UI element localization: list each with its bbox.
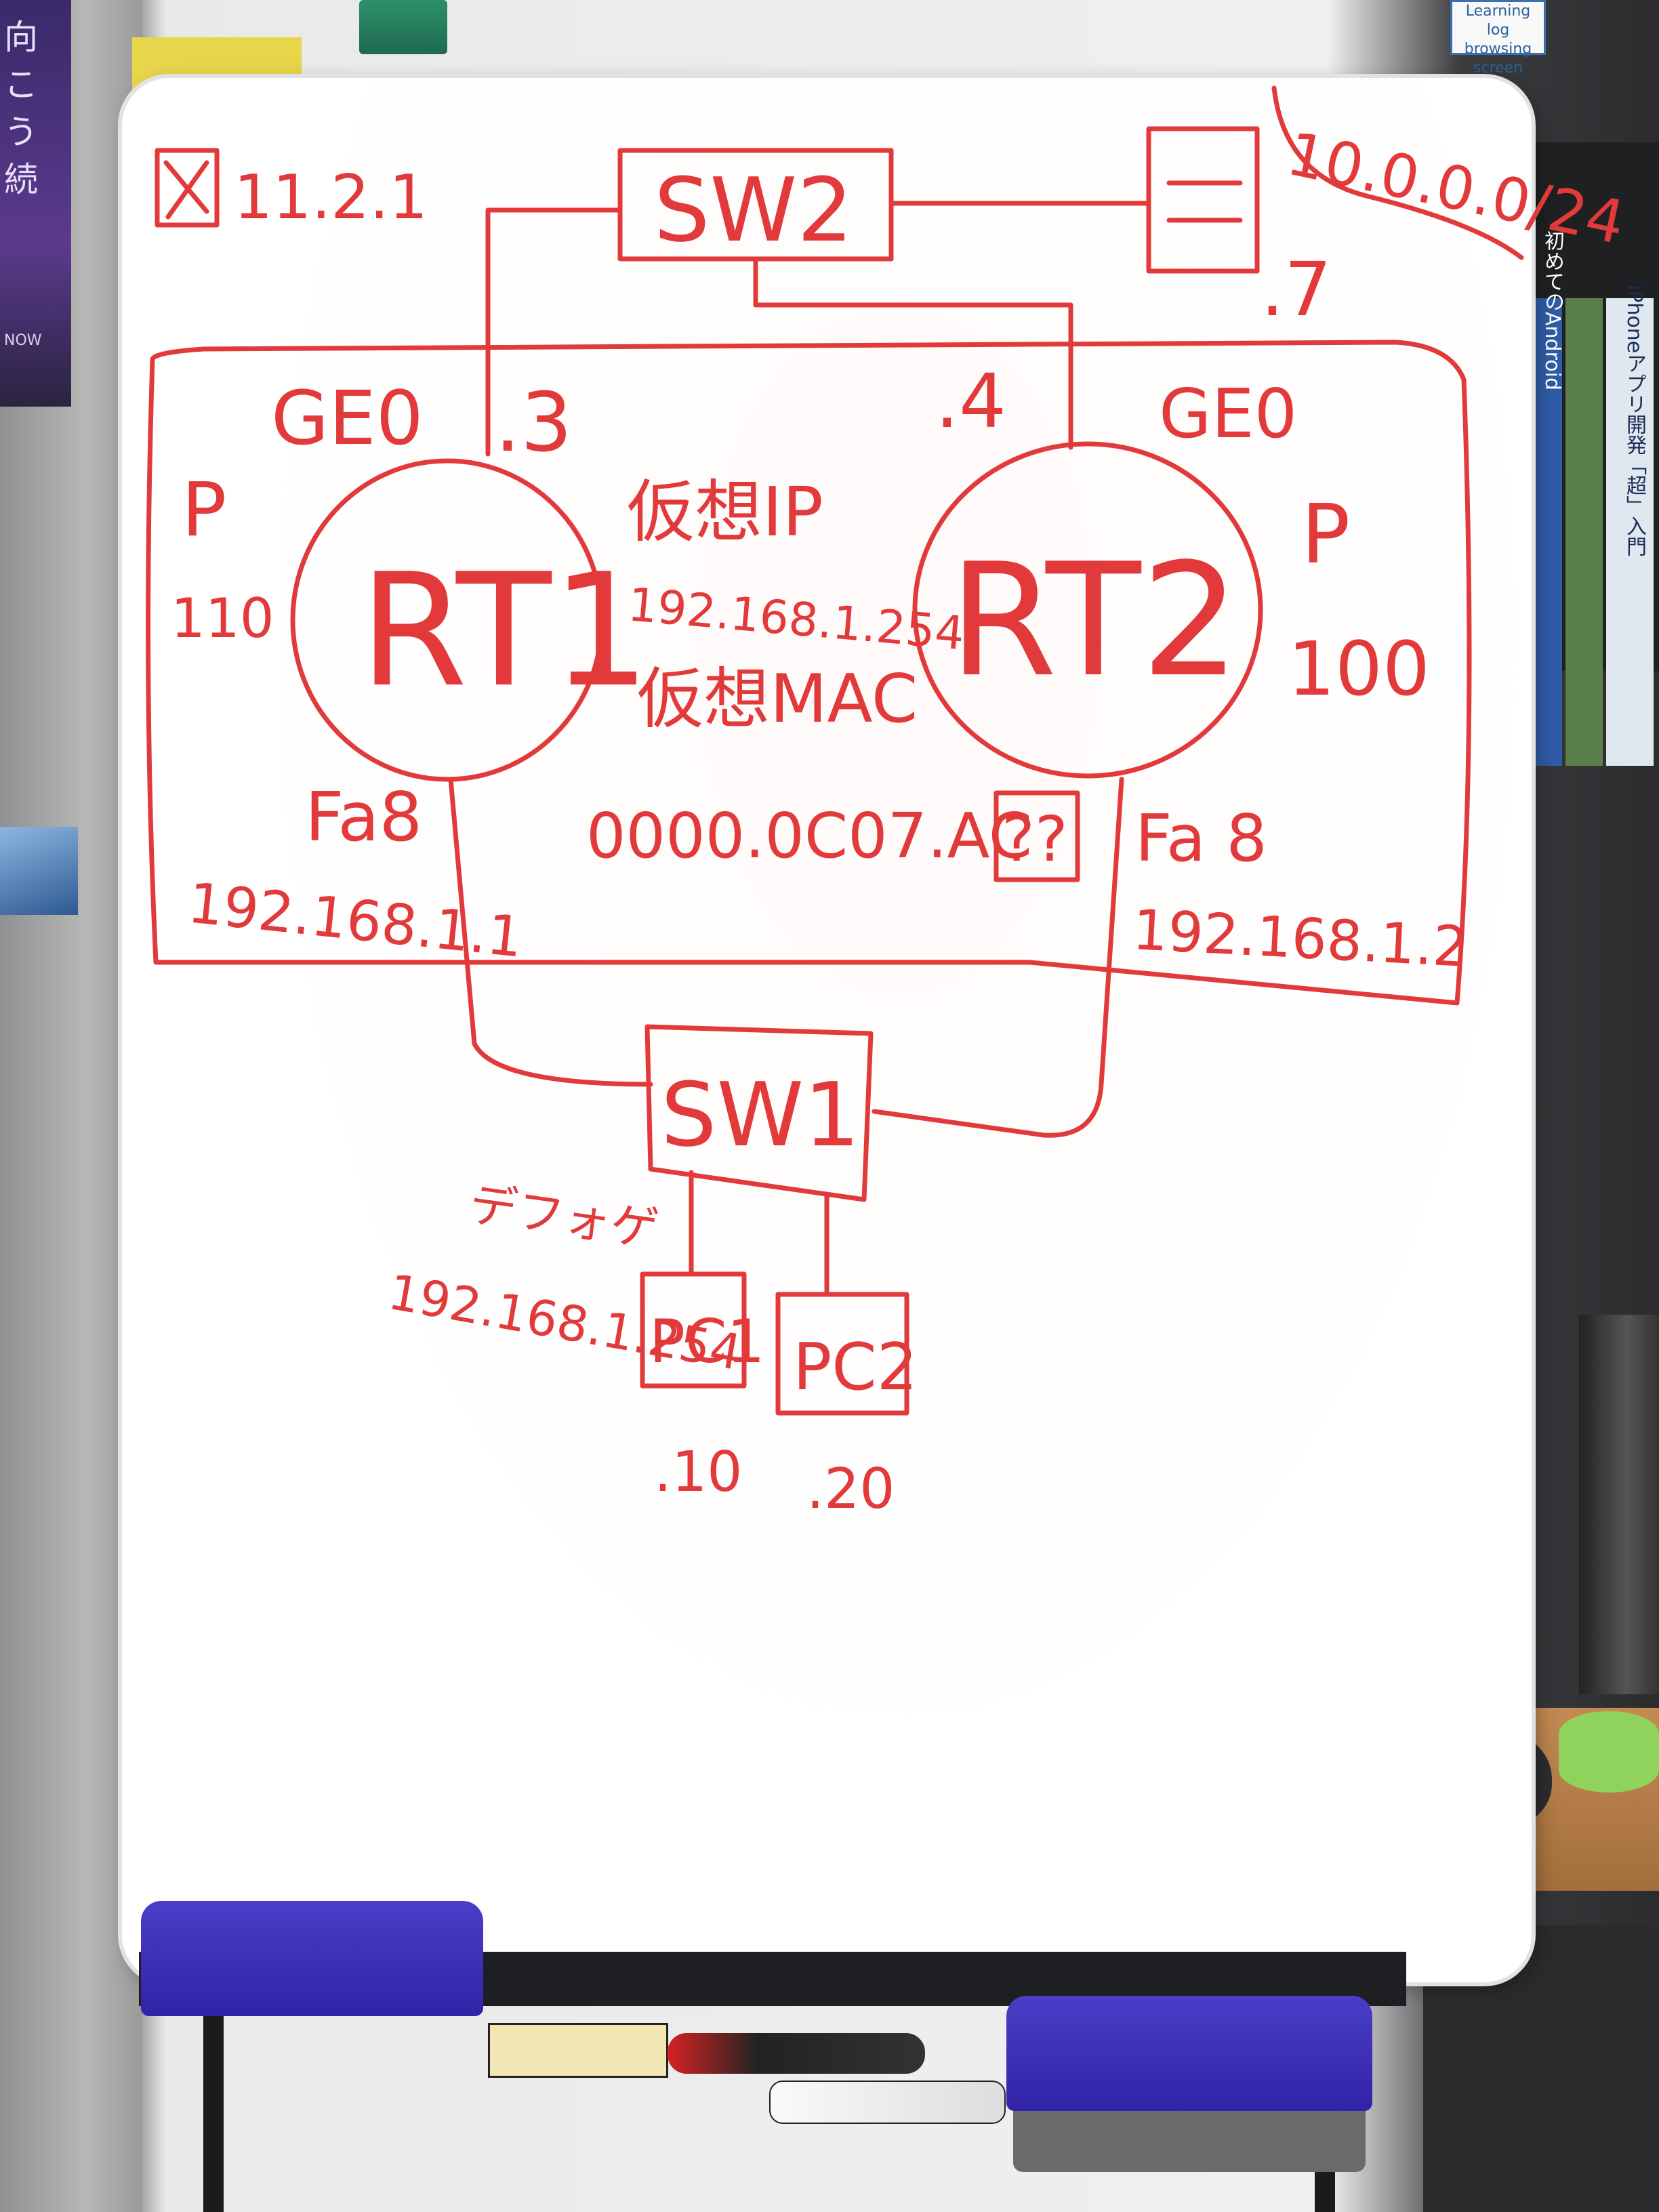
green-clip xyxy=(359,0,447,54)
rt1-label: RT1 xyxy=(359,541,651,722)
sw2-label: SW2 xyxy=(654,159,853,262)
pc1-host: .10 xyxy=(654,1440,742,1504)
rt2-priority: 100 xyxy=(1288,626,1430,712)
rt2-circle xyxy=(912,441,1263,779)
rt2-fa-if: Fa 8 xyxy=(1135,802,1267,876)
rt1-ge-if: GE0 xyxy=(271,375,424,462)
purple-poster: 向こう続 NOW xyxy=(0,0,71,407)
stand-leg-left xyxy=(203,2006,224,2212)
default-gateway-label: デフォゲ xyxy=(466,1176,662,1258)
server-host: .7 xyxy=(1261,246,1332,333)
rt2-fa-ip: 192.168.1.2 xyxy=(1131,898,1470,980)
network-address: 10.0.0.0/24 xyxy=(1282,119,1631,258)
book-spine-green xyxy=(1565,298,1603,766)
figure-label-box xyxy=(155,148,220,228)
virtual-mac-suffix: ?? xyxy=(1002,803,1068,876)
rt1-priority: 110 xyxy=(171,587,274,650)
pc1-box xyxy=(640,1271,747,1389)
pc2-label: PC2 xyxy=(793,1330,918,1405)
book-title-android: 初めてのAndroid xyxy=(1540,230,1564,390)
eraser-felt xyxy=(1013,2111,1366,2172)
link-rt1-sw1 xyxy=(448,777,653,1087)
book-spine-white xyxy=(1606,298,1654,766)
pc2-host: .20 xyxy=(806,1457,895,1521)
poster-text: 向こう続 xyxy=(4,18,38,199)
sign-line-2: browsing screen xyxy=(1464,41,1532,77)
link-sw2-rt2 xyxy=(753,256,1073,450)
rt1-ge-host: .3 xyxy=(495,376,573,470)
eraser-left[interactable] xyxy=(141,1901,483,2016)
rt2-label: RT2 xyxy=(949,531,1240,712)
tape-roll xyxy=(1559,1711,1659,1793)
sign-line-1: Learning log xyxy=(1465,3,1531,39)
white-marker[interactable] xyxy=(769,2081,1006,2124)
wall-sign: Learning log browsing screen xyxy=(1450,0,1546,77)
marker-cap[interactable] xyxy=(488,2023,668,2078)
pc2-box xyxy=(775,1292,909,1416)
virtual-mac-prefix: 0000.0C07.AC xyxy=(586,800,1032,872)
rt1-priority-label: P xyxy=(182,466,226,553)
network-boundary xyxy=(1271,85,1524,260)
link-sw2-rt1 xyxy=(485,207,623,457)
pc1-label: PC1 xyxy=(649,1307,765,1376)
bookshelf xyxy=(1511,142,1659,766)
eraser-right[interactable] xyxy=(1006,1996,1372,2111)
virtual-ip-label: 仮想IP xyxy=(627,472,823,552)
book-title-iphone: iPhoneアプリ開発「超」入門 xyxy=(1622,285,1646,557)
rt1-fa-if: Fa8 xyxy=(305,777,422,857)
rt2-ge-host: .4 xyxy=(935,358,1006,445)
red-marker[interactable] xyxy=(668,2033,925,2074)
link-rt2-sw1 xyxy=(872,777,1124,1138)
book-spine-blue xyxy=(1532,298,1562,766)
sw1-box xyxy=(644,1024,874,1202)
figure-label-mark xyxy=(163,160,209,220)
sw1-label: SW1 xyxy=(661,1063,860,1166)
rt2-ge-if: GE0 xyxy=(1159,374,1297,453)
server-icon xyxy=(1166,180,1243,223)
server-box xyxy=(1146,126,1260,274)
rt1-circle xyxy=(290,458,605,782)
hsrp-group-boundary xyxy=(146,340,1472,1006)
rt2-priority-label: P xyxy=(1301,488,1350,582)
figure-label-number: 11.2.1 xyxy=(234,162,428,233)
virtual-mac-unknown-box xyxy=(994,790,1080,882)
virtual-mac-label: 仮想MAC xyxy=(637,661,918,738)
rt1-fa-ip: 192.168.1.1 xyxy=(185,871,526,970)
desktop-computer xyxy=(1579,1315,1659,1694)
poster-now-text: NOW xyxy=(4,332,42,349)
fridge-magnet xyxy=(0,827,78,915)
